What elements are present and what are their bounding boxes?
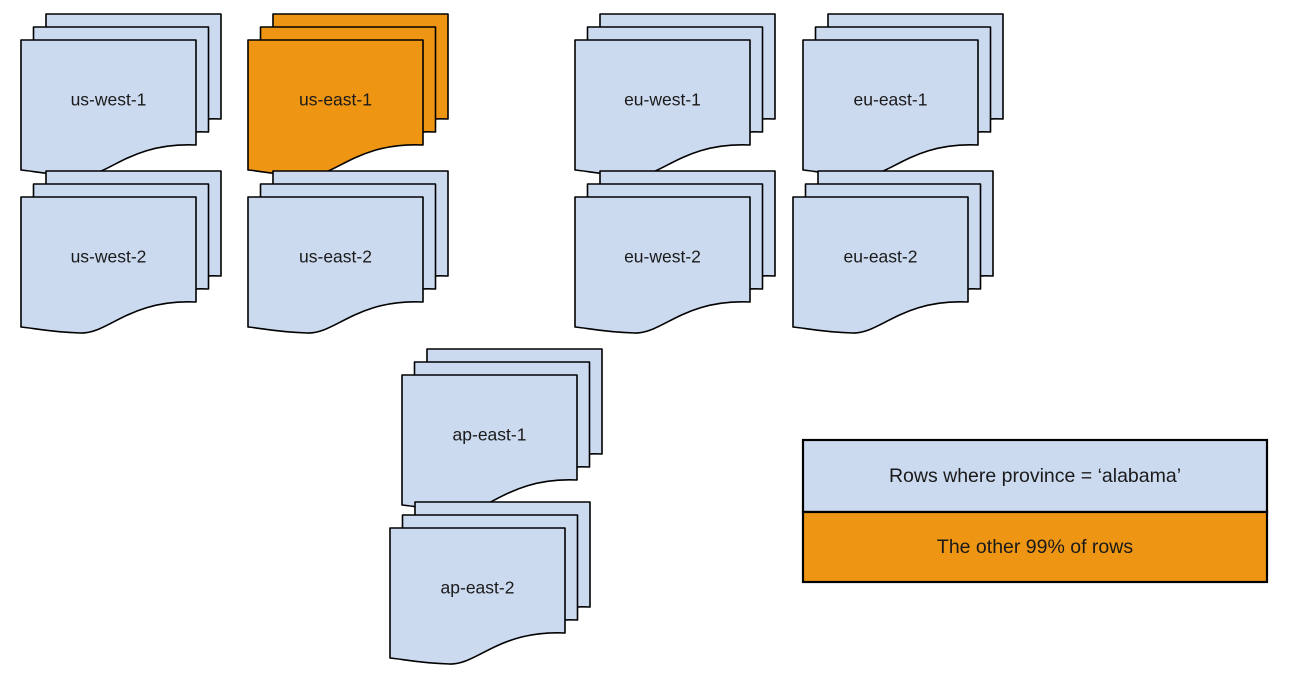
document-stack-us-east-1[interactable]: us-east-1 [247, 13, 449, 177]
stack-label-ap-east-2: ap-east-2 [441, 578, 515, 598]
document-stack-eu-west-2[interactable]: eu-west-2 [574, 170, 776, 334]
document-stack-us-east-2[interactable]: us-east-2 [247, 170, 449, 334]
legend-swatch-other-rows [801, 510, 1269, 584]
doc-sheet-front-us-west-2 [20, 196, 197, 334]
legend-group: Rows where province = ‘alabama’ The other… [801, 438, 1269, 584]
document-stacks-group: us-west-1 us-east-1 eu-west-1 eu-east-1 us-w… [20, 13, 1004, 665]
legend-swatch-rows-alabama [801, 438, 1269, 514]
document-stack-eu-east-1[interactable]: eu-east-1 [802, 13, 1004, 177]
stack-label-eu-west-1: eu-west-1 [624, 90, 701, 110]
stack-label-us-west-1: us-west-1 [71, 90, 147, 110]
document-stack-eu-east-2[interactable]: eu-east-2 [792, 170, 994, 334]
stack-label-eu-east-2: eu-east-2 [844, 247, 918, 267]
legend-label-rows-alabama: Rows where province = ‘alabama’ [889, 465, 1181, 487]
legend-row-other-rows[interactable]: The other 99% of rows [801, 510, 1269, 584]
stack-label-us-east-2: us-east-2 [299, 247, 372, 267]
doc-sheet-front-us-east-2 [247, 196, 424, 334]
stack-label-eu-west-2: eu-west-2 [624, 247, 701, 267]
doc-sheet-front-eu-east-2 [792, 196, 969, 334]
document-stack-us-west-2[interactable]: us-west-2 [20, 170, 222, 334]
legend-row-rows-alabama[interactable]: Rows where province = ‘alabama’ [801, 438, 1269, 514]
doc-sheet-front-ap-east-2 [389, 527, 566, 665]
document-stack-eu-west-1[interactable]: eu-west-1 [574, 13, 776, 177]
legend-label-other-rows: The other 99% of rows [937, 536, 1133, 558]
document-stack-us-west-1[interactable]: us-west-1 [20, 13, 222, 177]
doc-sheet-front-eu-west-2 [574, 196, 751, 334]
stack-label-ap-east-1: ap-east-1 [453, 425, 527, 445]
document-stack-ap-east-2[interactable]: ap-east-2 [389, 501, 591, 665]
stack-label-us-west-2: us-west-2 [71, 247, 147, 267]
stack-label-eu-east-1: eu-east-1 [854, 90, 928, 110]
document-stack-ap-east-1[interactable]: ap-east-1 [401, 348, 603, 512]
stack-label-us-east-1: us-east-1 [299, 90, 372, 110]
